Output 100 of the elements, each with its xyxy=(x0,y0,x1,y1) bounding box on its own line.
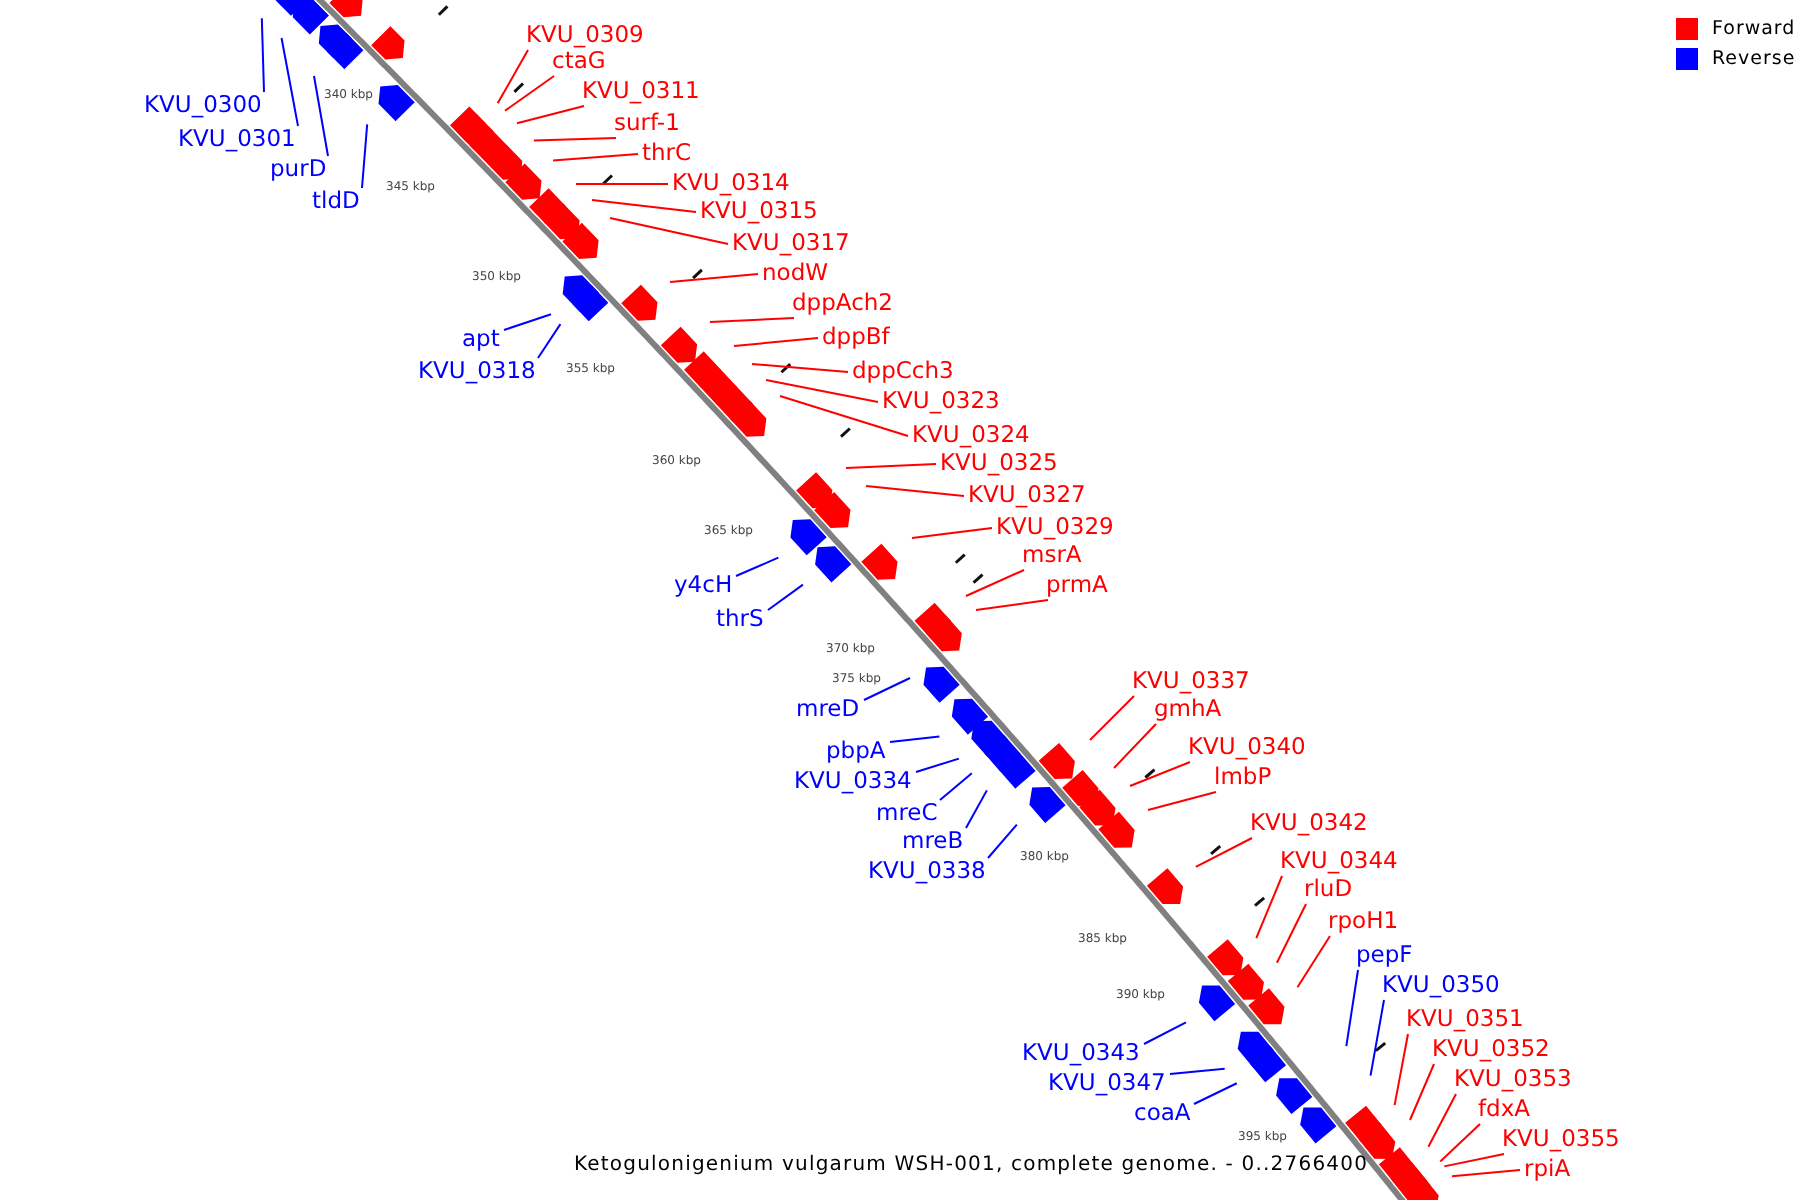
leader-line xyxy=(1113,723,1157,769)
gene-label: dppAch2 xyxy=(792,290,893,316)
leader-line xyxy=(915,757,960,773)
gene-label: pbpA xyxy=(826,738,886,764)
leader-line xyxy=(1409,1063,1435,1121)
leader-line xyxy=(1194,837,1253,868)
gene-label: surf-1 xyxy=(614,110,680,136)
gene-label: KVU_0311 xyxy=(582,78,700,104)
gene-label: KVU_0344 xyxy=(1280,848,1398,874)
leader-line xyxy=(575,183,669,185)
gene-label: KVU_0318 xyxy=(418,358,536,384)
leader-line xyxy=(1143,1021,1187,1045)
leader-line xyxy=(779,395,909,437)
gene-label: KVU_0323 xyxy=(882,388,1000,414)
leader-line xyxy=(1255,875,1283,940)
gene-label: KVU_0334 xyxy=(794,768,912,794)
gene-label: thrS xyxy=(716,606,764,632)
gene-label: tldD xyxy=(312,188,360,214)
caption: Ketogulonigenium vulgarum WSH-001, complete genome. - 0..2766400 xyxy=(574,1154,1369,1176)
leader-line xyxy=(1296,935,1331,989)
gene-label: KVU_0353 xyxy=(1454,1066,1572,1092)
gene-label: mreD xyxy=(796,696,860,722)
leader-line xyxy=(1443,1153,1505,1168)
gene-label: KVU_0300 xyxy=(144,92,262,118)
leader-line xyxy=(361,123,369,189)
leader-line xyxy=(503,313,553,331)
leader-line xyxy=(939,772,973,801)
gene-label: KVU_0352 xyxy=(1432,1036,1550,1062)
gene-label: gmhA xyxy=(1154,696,1222,722)
gene-label: KVU_0315 xyxy=(700,198,818,224)
leader-line xyxy=(669,273,759,283)
leader-line xyxy=(280,36,299,127)
leader-line xyxy=(1129,761,1191,787)
leader-line xyxy=(735,556,780,577)
leader-line xyxy=(1089,695,1135,741)
leader-line xyxy=(751,363,849,373)
leader-line xyxy=(552,153,639,162)
gene-label: purD xyxy=(270,156,327,182)
leader-line xyxy=(1345,969,1359,1048)
leader-line xyxy=(889,735,941,743)
leader-line xyxy=(911,527,993,539)
gene-label: thrC xyxy=(642,140,692,166)
gene-label: KVU_0340 xyxy=(1188,734,1306,760)
gene-label: KVU_0325 xyxy=(940,450,1058,476)
leader-line xyxy=(532,137,617,142)
leader-line xyxy=(709,317,795,323)
gene-label: fdxA xyxy=(1478,1096,1531,1122)
gene-label: dppCch3 xyxy=(852,358,954,384)
leader-line xyxy=(591,199,697,213)
gene-label: KVU_0347 xyxy=(1048,1070,1166,1096)
gene-label: lmbP xyxy=(1214,764,1272,790)
leader-line xyxy=(987,823,1018,859)
gene-label: KVU_0355 xyxy=(1502,1126,1620,1152)
leader-line xyxy=(1427,1093,1457,1148)
gene-label: KVU_0350 xyxy=(1382,972,1500,998)
leader-line xyxy=(260,17,265,93)
leader-line xyxy=(1275,903,1307,964)
gene-label: KVU_0329 xyxy=(996,514,1114,540)
gene-label: KVU_0327 xyxy=(968,482,1086,508)
leader-line xyxy=(537,323,562,359)
gene-label: KVU_0343 xyxy=(1022,1040,1140,1066)
leader-line xyxy=(1193,1082,1238,1105)
legend-label: Forward xyxy=(1712,18,1796,40)
leader-line xyxy=(1393,1033,1409,1107)
gene-label: rpiA xyxy=(1524,1156,1571,1182)
leader-line xyxy=(765,379,879,403)
leader-line xyxy=(863,677,911,701)
gene-label: nodW xyxy=(762,260,828,286)
gene-label: KVU_0309 xyxy=(526,22,644,48)
gene-label: KVU_0301 xyxy=(178,126,296,152)
gene-label: rluD xyxy=(1304,876,1353,902)
gene-label: KVU_0314 xyxy=(672,170,790,196)
gene-label: KVU_0351 xyxy=(1406,1006,1524,1032)
leader-line xyxy=(845,463,937,469)
gene-label: dppBf xyxy=(822,324,890,350)
legend-label: Reverse xyxy=(1712,48,1796,70)
gene-label: mreC xyxy=(876,800,938,826)
gene-label: KVU_0337 xyxy=(1132,668,1250,694)
leader-line xyxy=(609,217,729,245)
gene-label: KVU_0338 xyxy=(868,858,986,884)
leader-line xyxy=(1147,791,1217,811)
gene-label: mreB xyxy=(902,828,964,854)
gene-label: KVU_0324 xyxy=(912,422,1030,448)
gene-label: ctaG xyxy=(552,48,606,74)
gene-label: y4cH xyxy=(674,572,733,598)
leader-line xyxy=(496,49,529,105)
leader-line xyxy=(516,105,585,125)
leader-line xyxy=(965,789,988,829)
leader-line xyxy=(865,485,965,497)
leader-line xyxy=(1439,1123,1481,1163)
gene-label: KVU_0342 xyxy=(1250,810,1368,836)
gene-label: msrA xyxy=(1022,542,1082,568)
leader-line xyxy=(1169,1067,1226,1075)
leader-line xyxy=(965,569,1025,597)
leader-line xyxy=(503,75,555,112)
gene-label: coaA xyxy=(1134,1100,1191,1126)
gene-label: pepF xyxy=(1356,942,1413,968)
leader-line xyxy=(313,75,329,157)
leader-line xyxy=(1369,999,1385,1077)
gene-label: apt xyxy=(462,326,500,352)
